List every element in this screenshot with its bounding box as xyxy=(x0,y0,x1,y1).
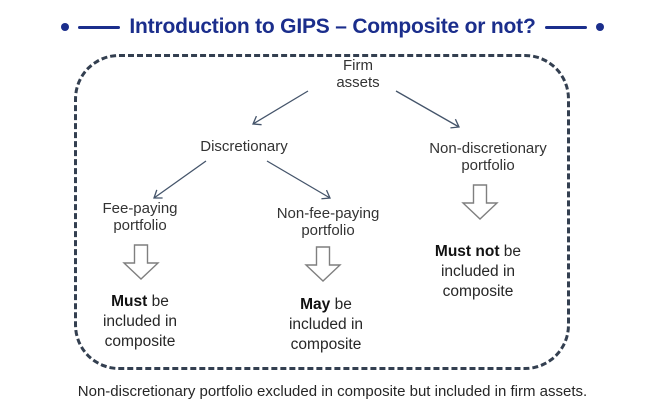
node-discretionary-label: Discretionary xyxy=(200,138,288,155)
result-must-line2: included in xyxy=(102,313,178,330)
node-fee-paying: Fee-paying portfolio xyxy=(80,200,200,234)
result-may-bold: May xyxy=(300,296,331,313)
title-right-rule xyxy=(544,25,587,29)
node-non-discretionary-line1: Non-discretionary xyxy=(429,140,547,157)
result-must-line1: Must be xyxy=(80,292,200,312)
page-title: Introduction to GIPS – Composite or not? xyxy=(129,15,536,38)
node-fee-paying-line2: portfolio xyxy=(113,217,167,234)
result-may: May be included in composite xyxy=(266,295,386,355)
result-must-not-line1: Must not be xyxy=(418,242,538,262)
dashed-frame xyxy=(74,54,570,370)
result-must-rest: be xyxy=(147,293,169,310)
title-bar: Introduction to GIPS – Composite or not? xyxy=(0,12,665,42)
caption: Non-discretionary portfolio excluded in … xyxy=(77,383,588,400)
result-may-rest: be xyxy=(330,296,352,313)
node-discretionary: Discretionary xyxy=(184,138,304,155)
node-firm-assets-line2: assets xyxy=(336,74,380,91)
result-must: Must be included in composite xyxy=(80,292,200,352)
result-must-not-bold: Must not xyxy=(434,243,500,260)
result-must-bold: Must xyxy=(111,293,148,310)
result-must-not-line3: composite xyxy=(442,283,514,300)
node-non-fee-paying: Non-fee-paying portfolio xyxy=(258,205,398,239)
node-non-fee-paying-line1: Non-fee-paying xyxy=(276,205,380,222)
result-must-line3: composite xyxy=(104,333,176,350)
title-right-dot-icon xyxy=(595,23,604,31)
title-left-rule xyxy=(78,25,121,29)
node-fee-paying-line1: Fee-paying xyxy=(102,200,178,217)
node-non-discretionary: Non-discretionary portfolio xyxy=(413,140,563,174)
result-must-not: Must not be included in composite xyxy=(418,242,538,302)
result-must-not-line2: included in xyxy=(440,263,516,280)
title-left-dot-icon xyxy=(61,23,70,31)
result-must-not-rest: be xyxy=(499,243,522,260)
node-firm-assets-line1: Firm xyxy=(343,57,373,74)
result-may-line3: composite xyxy=(290,336,362,353)
node-non-fee-paying-line2: portfolio xyxy=(301,222,355,239)
result-may-line2: included in xyxy=(288,316,364,333)
node-non-discretionary-line2: portfolio xyxy=(461,157,515,174)
result-may-line1: May be xyxy=(266,295,386,315)
node-firm-assets: Firm assets xyxy=(308,57,408,91)
